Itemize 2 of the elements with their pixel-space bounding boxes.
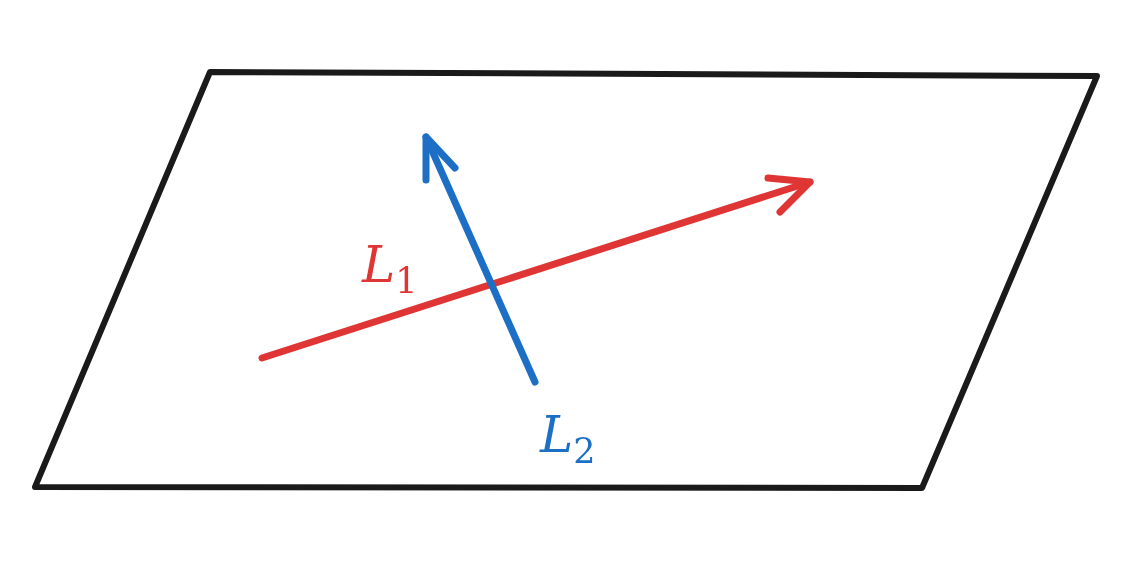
- vector-label: L$_{1}$: [362, 240, 418, 299]
- vector-label: L$_{2}$: [540, 410, 596, 469]
